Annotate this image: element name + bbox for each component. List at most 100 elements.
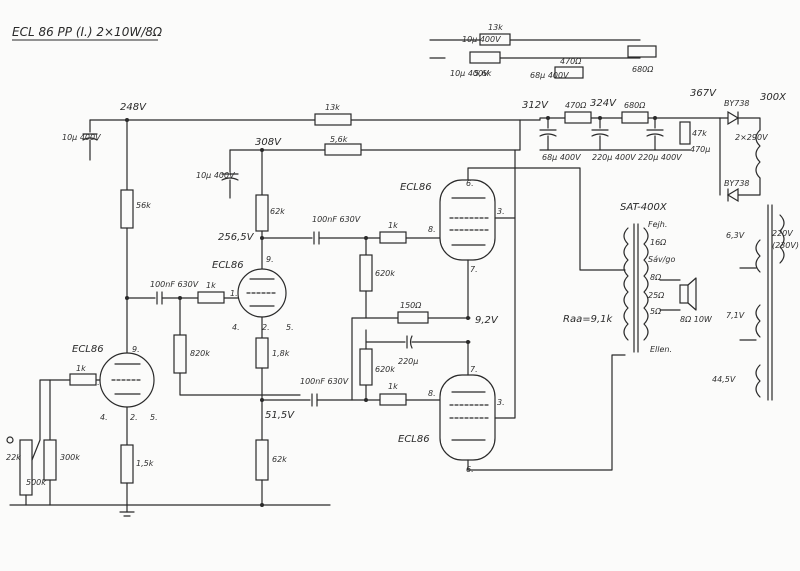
tube-v3-label: ECL86 — [400, 182, 432, 193]
resistor-1k-g3-label: 1k — [388, 221, 398, 230]
cap-c9-label: 220µ 400V — [638, 153, 682, 162]
diode-top — [727, 110, 740, 126]
resistor-470-a — [554, 66, 584, 79]
resistor-620k-a — [359, 254, 373, 292]
power-trafo-hv — [755, 129, 761, 179]
raa-label: Raa=9,1k — [563, 314, 613, 325]
v2-pin-grid: 1. — [230, 289, 238, 298]
junction-dot — [364, 236, 368, 240]
v4-pin-g2: 3. — [497, 398, 505, 407]
resistor-1k8-label: 1,8k — [272, 349, 290, 358]
mains-220: 220V — [772, 229, 793, 238]
heater-c-label: 44,5V — [712, 375, 736, 384]
v3-pin-g2: 3. — [497, 207, 505, 216]
junction-dot — [125, 118, 129, 122]
voltage-308v: 308V — [255, 137, 282, 148]
junction-dot — [466, 316, 470, 320]
voltage-v2-cathode: 51,5V — [265, 410, 295, 421]
resistor-13k-label: 13k — [325, 103, 340, 112]
resistor-470-b-label: 470Ω — [565, 101, 587, 110]
heater-winding-a — [755, 239, 761, 273]
v1-pin-f4: 4. — [100, 413, 108, 422]
resistor-680 — [627, 45, 657, 58]
cap-c11-label: 10µ 400V — [450, 69, 489, 78]
junction-dot — [178, 296, 182, 300]
resistor-13k-b-label: 13k — [488, 23, 503, 32]
cap-c2-label: 10µ 400V — [196, 171, 235, 180]
resistor-470-a-label: 470Ω — [560, 57, 582, 66]
v1-pin-f5: 5. — [150, 413, 158, 422]
cap-c8-label: 220µ 400V — [592, 153, 636, 162]
resistor-1k-in — [69, 373, 97, 386]
voltage-312v: 312V — [522, 100, 549, 111]
v2-pin-f5: 5. — [286, 323, 294, 332]
speaker-icon — [679, 284, 689, 304]
cap-c13-label: 470µ — [690, 145, 710, 154]
resistor-1k-g4-label: 1k — [388, 382, 398, 391]
b-plus-rail-right — [539, 117, 721, 121]
voltage-v2-anode: 256,5V — [218, 232, 255, 243]
voltage-out-cathode: 9,2V — [475, 315, 499, 326]
voltage-248v: 248V — [120, 102, 147, 113]
tap-8: 8Ω — [650, 273, 662, 282]
cap-c1-label: 10µ 400V — [62, 133, 101, 142]
cap-c6-label: 220µ — [398, 357, 418, 366]
junction-dot — [466, 340, 470, 344]
resistor-1k-g3 — [379, 231, 407, 244]
voltage-324v: 324V — [590, 98, 617, 109]
resistor-62k-b — [255, 439, 269, 481]
voltage-300x: 300X — [760, 92, 787, 103]
resistor-620k-b — [359, 348, 373, 386]
cap-c10-label: 10µ 400V — [462, 35, 501, 44]
cap-c12-label: 68µ 400V — [530, 71, 569, 80]
heater-a-label: 6,3V — [726, 231, 745, 240]
tap-25: 25Ω — [648, 291, 665, 300]
cap-c3-label: 100nF 630V — [150, 280, 199, 289]
resistor-5k6-b — [469, 51, 501, 64]
trafo-hv-label: 2×290V — [735, 133, 768, 142]
resistor-1k-g2 — [197, 291, 225, 304]
diode-bottom-label: BY738 — [724, 179, 750, 188]
resistor-620k-b-label: 620k — [375, 365, 395, 374]
input-pot-label: 22k — [6, 453, 21, 462]
transformer-label: SAT-400X — [620, 202, 668, 213]
resistor-680-label: 680Ω — [632, 65, 654, 74]
tube-v3 — [439, 179, 496, 261]
mains-primary — [779, 214, 785, 264]
v3-pin-cathode: 7. — [470, 265, 478, 274]
v1-pin-cathode: 2. — [130, 413, 138, 422]
resistor-62k-a-label: 62k — [270, 207, 285, 216]
heater-b-label: 7,1V — [726, 311, 745, 320]
resistor-150-ohm — [397, 311, 429, 324]
resistor-680-b — [621, 111, 649, 124]
v3-pin-grid: 8. — [428, 225, 436, 234]
resistor-1k-in-label: 1k — [76, 364, 86, 373]
tube-v4-label: ECL86 — [398, 434, 430, 445]
tap-5: 5Ω — [650, 307, 662, 316]
resistor-13k-b — [479, 33, 511, 46]
resistor-820k — [173, 334, 187, 374]
junction-dot — [260, 503, 264, 507]
resistor-13k — [314, 113, 352, 126]
v2-pin-anode: 9. — [266, 255, 274, 264]
resistor-5k6-b-label: 5,6k — [474, 69, 492, 78]
resistor-5k6 — [324, 143, 362, 156]
diode-bottom — [726, 187, 739, 203]
mains-230: (230V) — [772, 241, 799, 250]
transformer-secondary — [643, 227, 649, 341]
resistor-1k5 — [120, 444, 134, 484]
v2-pin-cathode: 2. — [262, 323, 270, 332]
v3-pin-anode: 6. — [466, 179, 474, 188]
resistor-620k-a-label: 620k — [375, 269, 395, 278]
resistor-300k — [43, 439, 57, 481]
junction-dot — [364, 398, 368, 402]
cap-c5-label: 100nF 630V — [300, 377, 349, 386]
junction-dot — [546, 116, 550, 120]
tube-v1-label: ECL86 — [72, 344, 104, 355]
resistor-680-b-label: 680Ω — [624, 101, 646, 110]
tap-feedback: Ellen. — [650, 345, 672, 354]
input-jack — [6, 436, 14, 444]
resistor-56k — [120, 189, 134, 229]
junction-dot — [125, 296, 129, 300]
resistor-62k-b-label: 62k — [272, 455, 287, 464]
